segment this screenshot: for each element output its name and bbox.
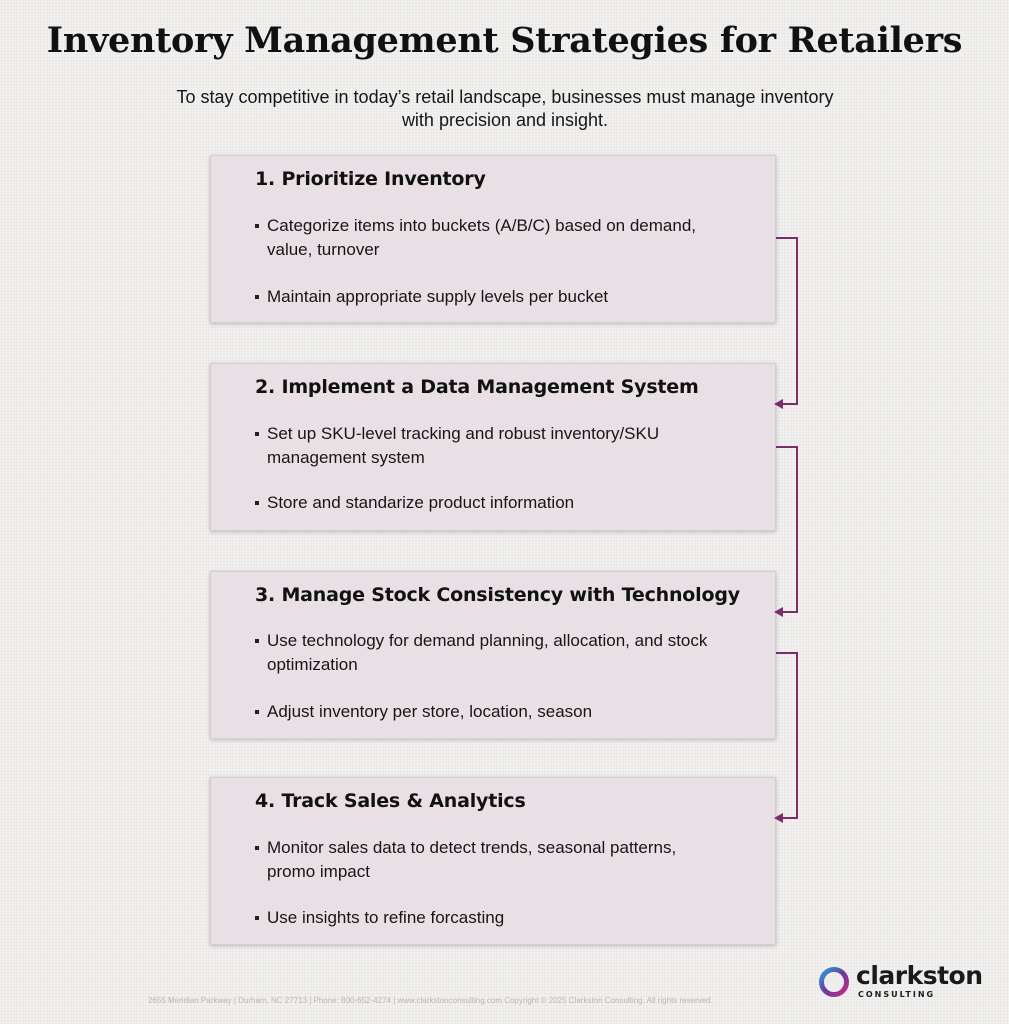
- connector-arrow-1-2: [776, 237, 798, 405]
- arrowhead-icon: [774, 813, 783, 823]
- bullet-square-icon: [255, 295, 259, 299]
- step-title: 2. Implement a Data Management System: [255, 376, 699, 398]
- step-card-3: 3. Manage Stock Consistency with Technol…: [210, 571, 776, 739]
- bullet-square-icon: [255, 846, 259, 850]
- connector-arrow-2-3: [776, 446, 798, 613]
- step-card-1: 1. Prioritize Inventory Categorize items…: [210, 155, 776, 323]
- footer-text: 2655 Meridian Parkway | Durham, NC 27713…: [148, 996, 713, 1005]
- step-card-2: 2. Implement a Data Management System Se…: [210, 363, 776, 531]
- bullet-square-icon: [255, 639, 259, 643]
- step-bullet: Store and standarize product information: [255, 491, 715, 515]
- connector-arrow-3-4: [776, 652, 798, 819]
- arrowhead-icon: [774, 399, 783, 409]
- step-title: 4. Track Sales & Analytics: [255, 790, 526, 812]
- step-title: 3. Manage Stock Consistency with Technol…: [255, 584, 740, 606]
- logo-subtitle: CONSULTING: [858, 990, 936, 999]
- bullet-square-icon: [255, 916, 259, 920]
- clarkston-logo-icon: [819, 967, 849, 997]
- bullet-square-icon: [255, 432, 259, 436]
- logo-name: clarkston: [856, 961, 983, 990]
- arrowhead-icon: [774, 607, 783, 617]
- page-title: Inventory Management Strategies for Reta…: [46, 20, 963, 61]
- step-bullet: Categorize items into buckets (A/B/C) ba…: [255, 214, 715, 262]
- step-bullet: Set up SKU-level tracking and robust inv…: [255, 422, 715, 470]
- page-subtitle: To stay competitive in today’s retail la…: [176, 87, 834, 130]
- clarkston-logo: clarkston CONSULTING: [818, 961, 988, 1003]
- bullet-square-icon: [255, 224, 259, 228]
- bullet-square-icon: [255, 710, 259, 714]
- step-bullet: Adjust inventory per store, location, se…: [255, 700, 715, 724]
- step-card-4: 4. Track Sales & Analytics Monitor sales…: [210, 777, 776, 945]
- step-bullet: Monitor sales data to detect trends, sea…: [255, 836, 715, 884]
- bullet-square-icon: [255, 501, 259, 505]
- step-title: 1. Prioritize Inventory: [255, 168, 486, 190]
- step-bullet: Use insights to refine forcasting: [255, 906, 715, 930]
- step-bullet: Maintain appropriate supply levels per b…: [255, 285, 715, 309]
- step-bullet: Use technology for demand planning, allo…: [255, 629, 715, 677]
